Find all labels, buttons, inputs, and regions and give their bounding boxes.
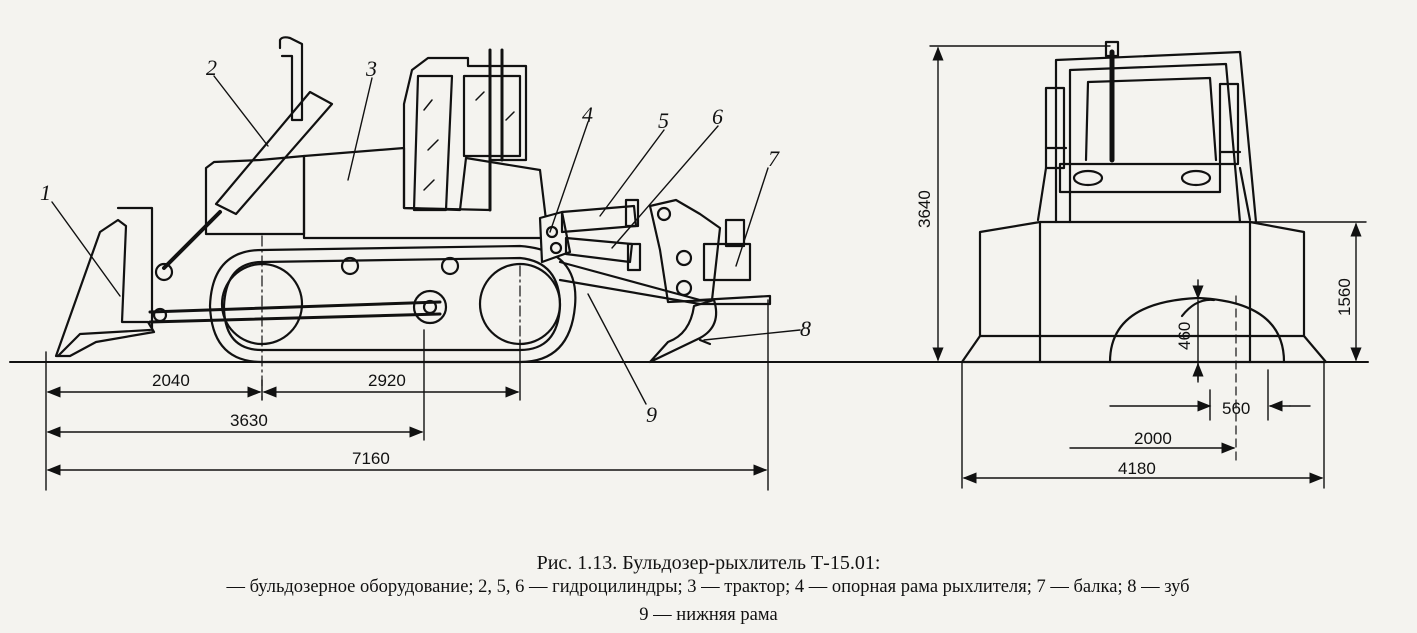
label-2: 2 [206, 55, 217, 80]
blade-lift-cylinder [214, 90, 334, 216]
figure-legend-line-2: 9 — нижняя рама [639, 605, 778, 625]
label-4: 4 [582, 102, 593, 127]
label-5: 5 [658, 108, 669, 133]
dim-2040: 2040 [152, 371, 190, 390]
tractor-body [302, 146, 548, 240]
side-view [54, 36, 772, 401]
front-body [960, 220, 1328, 364]
ripper-tooth [648, 298, 718, 364]
dim-4180: 4180 [1118, 459, 1156, 478]
ripper-cylinder-6 [564, 236, 634, 264]
part-labels: 1 2 3 4 5 6 7 8 9 [40, 55, 811, 427]
dim-2000: 2000 [1134, 429, 1172, 448]
label-8: 8 [800, 316, 811, 341]
dim-1560: 1560 [1335, 278, 1354, 316]
rops-frame [1054, 50, 1258, 224]
dim-2920: 2920 [368, 371, 406, 390]
dim-560: 560 [1222, 399, 1250, 418]
bulldozer-ripper-drawing: 1 2 3 4 5 6 7 8 9 2040 2920 3630 7160 36… [9, 36, 1369, 491]
dim-3640: 3640 [915, 190, 934, 228]
label-7: 7 [768, 146, 780, 171]
front-view [960, 40, 1328, 461]
label-9: 9 [646, 402, 657, 427]
dozer-blade [54, 218, 156, 358]
leader-lines [51, 75, 801, 405]
front-track-arch [1108, 296, 1286, 364]
side-dimension-lines [45, 299, 769, 491]
lower-frame [558, 260, 772, 306]
ripper-beam [702, 242, 752, 282]
dim-460: 460 [1175, 322, 1194, 350]
label-6: 6 [712, 104, 723, 129]
dimension-values: 2040 2920 3630 7160 3640 1560 460 560 20… [152, 190, 1354, 478]
figure-caption-title: Рис. 1.13. Бульдозер-рыхлитель Т-15.01: [536, 552, 881, 574]
figure-legend-line-1: — бульдозерное оборудование; 2, 5, 6 — г… [226, 577, 1190, 597]
dim-7160: 7160 [352, 449, 390, 468]
label-1: 1 [40, 180, 51, 205]
dim-3630: 3630 [230, 411, 268, 430]
label-3: 3 [365, 56, 377, 81]
front-dimension-lines [929, 45, 1367, 489]
